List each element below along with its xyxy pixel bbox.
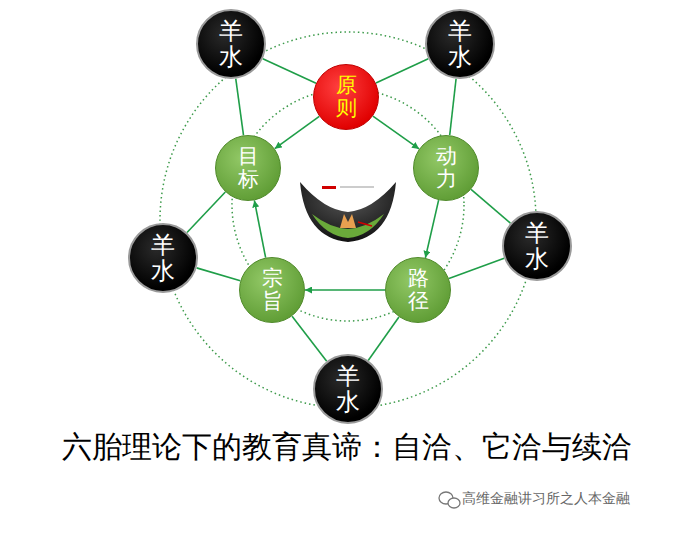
circle-label: 目标 — [238, 145, 259, 191]
figure-shape — [340, 214, 356, 228]
element-circle: 目标 — [215, 135, 281, 201]
flow-arrow — [305, 289, 385, 291]
element-circle: 动力 — [413, 135, 479, 201]
circle-label: 羊水 — [336, 363, 360, 416]
flow-arrow — [254, 200, 265, 257]
circle-label: 动力 — [436, 145, 457, 191]
bowl-green-band — [312, 214, 384, 238]
red-tick — [358, 222, 372, 226]
caption-text: 六胎理论下的教育真谛：自洽、它洽与续洽 — [0, 427, 694, 468]
circle-label: 原则 — [336, 74, 357, 120]
flow-arrow — [425, 200, 438, 258]
circle-label: 羊水 — [448, 18, 472, 71]
link-line — [449, 258, 504, 278]
wechat-icon — [439, 492, 460, 508]
principle-circle: 原则 — [313, 64, 379, 130]
link-line — [187, 192, 225, 233]
link-line — [197, 268, 241, 281]
amniotic-circle: 羊水 — [425, 9, 495, 79]
link-line — [236, 79, 244, 136]
grey-marker — [340, 186, 374, 188]
flow-arrow — [373, 116, 419, 149]
amniotic-circle: 羊水 — [502, 211, 572, 281]
red-marker — [322, 186, 336, 189]
circle-label: 羊水 — [525, 220, 549, 273]
amniotic-circle: 羊水 — [128, 223, 198, 293]
outer-dotted-ring — [160, 32, 536, 408]
circle-label: 羊水 — [219, 18, 243, 71]
element-circle: 宗旨 — [239, 257, 305, 323]
center-illustration — [300, 182, 396, 242]
circle-label: 路径 — [408, 267, 429, 313]
bowl-shape — [300, 182, 396, 242]
element-circle: 路径 — [385, 257, 451, 323]
circle-label: 羊水 — [151, 232, 175, 285]
watermark-text: 高维金融讲习所之人本金融 — [462, 490, 630, 508]
link-line — [368, 317, 399, 360]
wechat-bubble — [448, 498, 460, 508]
amniotic-circle: 羊水 — [313, 354, 383, 424]
link-line — [471, 189, 510, 223]
circle-label: 宗旨 — [262, 267, 283, 313]
link-line — [292, 316, 327, 361]
flow-arrow — [275, 116, 320, 148]
link-line — [450, 79, 456, 135]
link-line — [376, 59, 428, 83]
amniotic-circle: 羊水 — [196, 9, 266, 79]
link-line — [263, 59, 316, 84]
